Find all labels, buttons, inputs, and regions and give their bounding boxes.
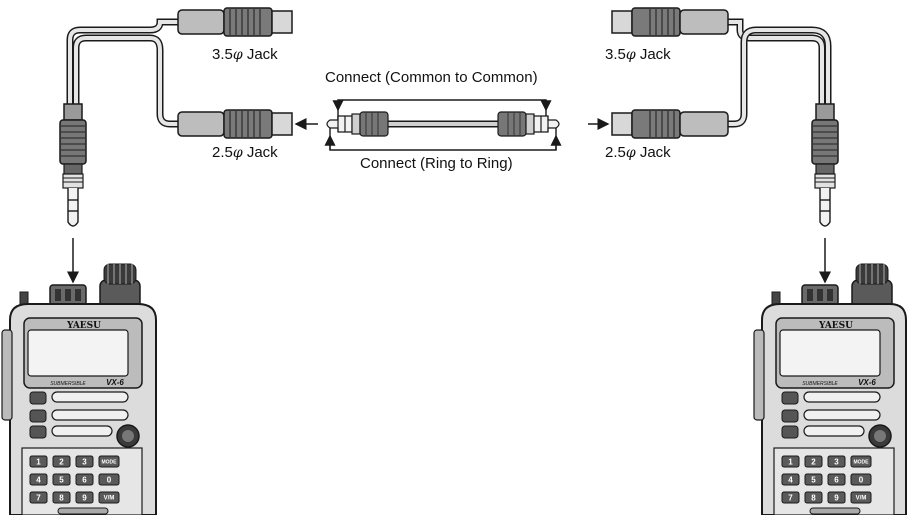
right-key-8: 8 <box>811 494 816 503</box>
left-radio-model-line: SUBMERSIBLE <box>50 381 86 387</box>
right-key-3: 3 <box>834 458 839 467</box>
left-jack-35-label: 3.5φ Jack <box>212 46 278 63</box>
right-key-1: 1 <box>788 458 793 467</box>
left-key-0: 0 <box>107 476 112 485</box>
left-radio-brand: YAESU <box>66 321 101 331</box>
left-jack-35-socket <box>177 7 293 37</box>
left-key-7: 7 <box>36 494 41 503</box>
left-key-6: 6 <box>82 476 87 485</box>
right-y-cable <box>728 18 832 128</box>
right-key-5: 5 <box>811 476 816 485</box>
left-key-vm: V/M <box>104 496 115 502</box>
left-key-8: 8 <box>59 494 64 503</box>
connect-ring-label: Connect (Ring to Ring) <box>360 155 513 172</box>
connect-common-label: Connect (Common to Common) <box>325 69 538 86</box>
right-key-9: 9 <box>834 494 839 503</box>
left-jack-25-label: 2.5φ Jack <box>212 144 278 161</box>
left-jack-25-socket <box>177 109 293 139</box>
right-jack-25-label: 2.5φ Jack <box>605 144 671 161</box>
right-key-6: 6 <box>834 476 839 485</box>
left-key-1: 1 <box>36 458 41 467</box>
left-key-2: 2 <box>59 458 64 467</box>
left-key-mode: MODE <box>102 460 118 466</box>
right-key-4: 4 <box>788 476 793 485</box>
right-key-mode: MODE <box>854 460 870 466</box>
right-jack-25-socket <box>611 109 729 139</box>
right-radio-model-line: SUBMERSIBLE <box>802 381 838 387</box>
right-key-vm: V/M <box>856 496 867 502</box>
right-jack-35-label: 3.5φ Jack <box>605 46 671 63</box>
left-radio: YAESU SUBMERSIBLE VX-6 1 2 3 MODE 4 5 6 … <box>1 263 157 515</box>
left-radio-model: VX-6 <box>106 378 124 387</box>
left-key-4: 4 <box>36 476 41 485</box>
center-patch-cable <box>324 99 562 151</box>
right-radio: YAESU SUBMERSIBLE VX-6 1 2 3 MODE 4 5 6 … <box>753 263 907 515</box>
right-key-0: 0 <box>859 476 864 485</box>
right-jack-35-socket <box>611 7 729 37</box>
left-key-5: 5 <box>59 476 64 485</box>
left-key-9: 9 <box>82 494 87 503</box>
left-vertical-plug <box>59 103 87 227</box>
right-radio-brand: YAESU <box>818 321 853 331</box>
right-key-2: 2 <box>811 458 816 467</box>
right-radio-model: VX-6 <box>858 378 876 387</box>
right-key-7: 7 <box>788 494 793 503</box>
right-vertical-plug <box>811 103 839 227</box>
left-key-3: 3 <box>82 458 87 467</box>
left-y-cable <box>66 18 180 128</box>
